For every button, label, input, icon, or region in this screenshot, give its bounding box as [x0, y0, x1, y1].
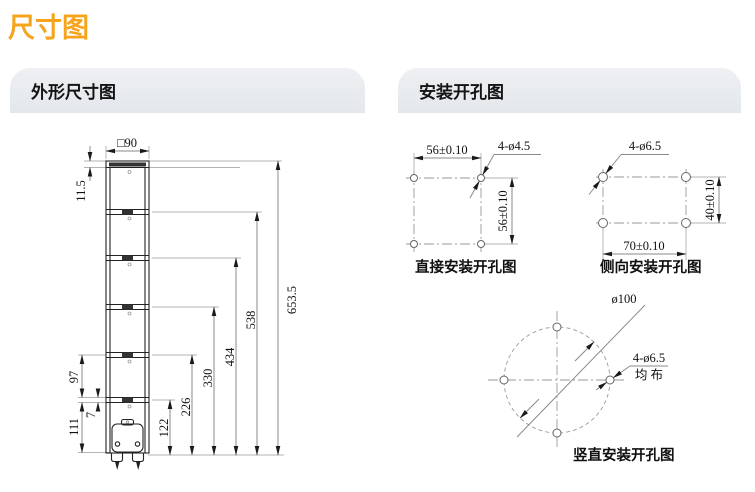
junction [106, 208, 149, 221]
dim-label-330: 330 [201, 369, 215, 388]
mount-hole [552, 428, 562, 438]
vertical-holes-note: 均 布 [635, 368, 663, 382]
page-title: 尺寸图 [8, 13, 89, 43]
junction [106, 351, 149, 364]
mount-hole [605, 375, 615, 385]
mount-hole [681, 172, 691, 182]
direct-holes-label: 4-ø4.5 [498, 139, 530, 153]
mount-hole [477, 240, 485, 248]
mount-hole [410, 174, 418, 182]
mount-hole [552, 322, 562, 332]
dim-label-122: 122 [157, 419, 171, 438]
side-dim-right: 40±0.10 [703, 179, 717, 220]
side-install-drawing: 4-ø6.5 40±0.10 70±0.10 侧向安装开孔图 [588, 139, 726, 276]
mount-hole [681, 218, 691, 228]
mount-hole [477, 174, 485, 182]
panel-header-install: 安装开孔图 [398, 68, 741, 113]
vertical-circle-label: ø100 [612, 292, 637, 306]
mount-hole [598, 172, 608, 182]
junction [106, 303, 149, 316]
dim-label-434: 434 [223, 347, 237, 367]
panel-header-outline-label: 外形尺寸图 [31, 83, 116, 102]
mount-hole [410, 240, 418, 248]
caption-vertical-install: 竖直安装开孔图 [573, 446, 675, 464]
dim-label-653-5: 653.5 [285, 286, 299, 314]
caption-side-install: 侧向安装开孔图 [600, 258, 702, 276]
direct-install-drawing: 56±0.10 4-ø4.5 56±0.10 直接安装开孔图 [406, 139, 541, 276]
technical-drawings-canvas: □90 11.5 97 7 111 122 226 330 434 538 65… [67, 136, 726, 470]
tower-mounting-base [110, 418, 145, 470]
outline-dimension-lines [79, 146, 281, 456]
dim-label-7: 7 [84, 412, 98, 418]
panel-header-outline: 外形尺寸图 [10, 68, 365, 113]
panel-header-install-label: 安装开孔图 [419, 83, 504, 102]
tower-module-junctions [106, 208, 149, 409]
side-holes-label: 4-ø6.5 [629, 139, 661, 153]
caption-direct-install: 直接安装开孔图 [415, 258, 517, 276]
outline-drawing: □90 11.5 97 7 111 122 226 330 434 538 65… [67, 136, 299, 470]
mount-hole [499, 375, 509, 385]
vertical-install-drawing: ø100 4-ø6.5 均 布 竖直安装开孔图 [488, 292, 675, 464]
dim-label-width: □90 [117, 136, 137, 150]
dim-label-538: 538 [244, 311, 258, 330]
junction [106, 254, 149, 267]
vertical-holes-label: 4-ø6.5 [633, 351, 665, 365]
signal-tower-body [105, 160, 150, 454]
dim-label-111: 111 [67, 418, 81, 436]
direct-dim-top: 56±0.10 [426, 143, 467, 157]
mount-hole [598, 218, 608, 228]
direct-dim-right: 56±0.10 [496, 190, 510, 231]
side-dim-bottom: 70±0.10 [623, 239, 664, 253]
junction [106, 396, 149, 409]
dim-label-11-5: 11.5 [74, 180, 88, 201]
dim-label-226: 226 [179, 398, 193, 417]
dim-label-97: 97 [67, 371, 81, 384]
